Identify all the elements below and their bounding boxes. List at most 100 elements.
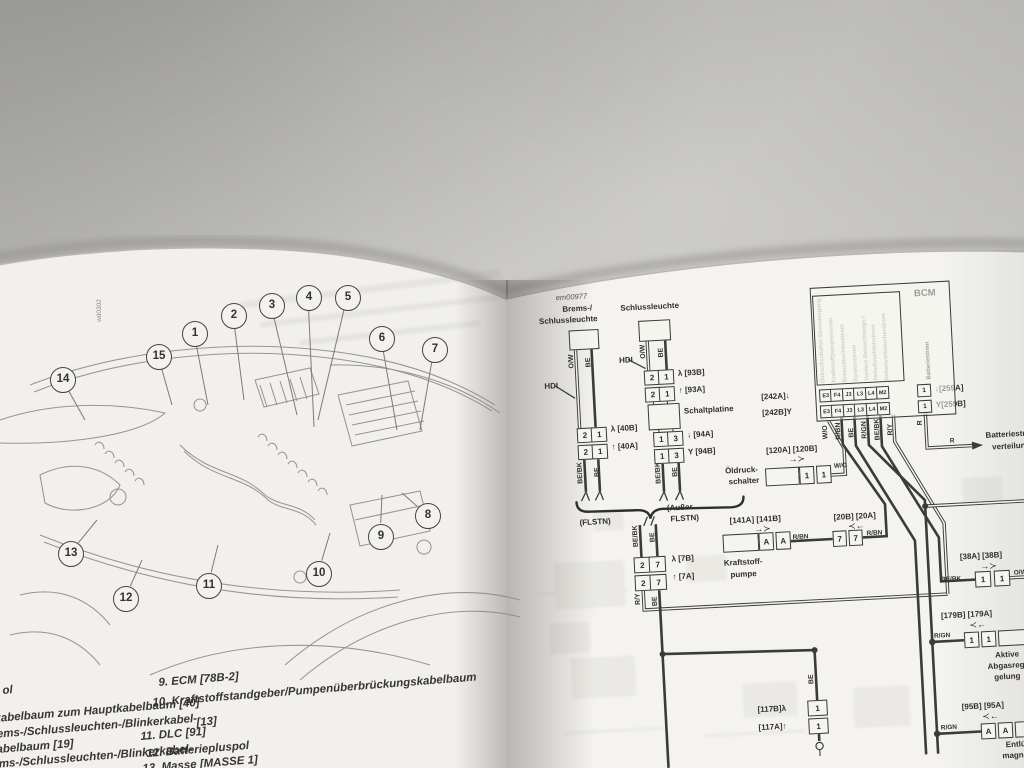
wire-rgn-95: R/GN [940,723,958,732]
wire-ry-bcm: R/Y [886,423,895,436]
hdi-label-2: HDI [618,355,634,365]
conn-94a-pin-3: 3 [667,430,685,447]
wire-wo-oel: W/O [833,462,848,470]
callout-2: 2 [221,303,247,329]
lamp1-label-line1: Brems-/ [562,303,593,314]
conn-120-pin-1: 1 [798,465,815,485]
ref-242b: [242B]Y [761,406,793,418]
wire-ow-lamp1: O/W [567,354,576,369]
wire-bebk-7: BE/BK [631,525,640,548]
bcm-inner-box [812,291,905,386]
ref-40a: ↑ [40A] [611,441,639,452]
ref-117a: [117A]↑ [758,721,787,733]
callout-14: 14 [50,367,76,393]
conn-141-pin-A: A [775,531,792,550]
wire-be-bcm: BE [847,427,856,438]
double-wires [573,341,1024,612]
ref-94b: Y [94B] [687,446,716,457]
ref-117b: [117B]λ [757,703,787,715]
conn-179-pin-1: 1 [963,631,980,649]
conn-94b-pin-3: 3 [668,447,685,464]
ref-94a: ↓ [94A] [686,429,714,440]
oel-label-2: schalter [728,475,760,487]
callout-leader-3 [273,317,298,416]
wire-rgn-179: R/GN [933,631,951,640]
conn-259b-pin-1: 1 [917,399,933,414]
wire-end-arrows [554,358,685,527]
wire-be-7b: BE [651,596,660,607]
page-print-code: wd0302 [95,299,103,322]
conn-179-pin-1: 1 [980,630,997,648]
junction-dots [659,503,941,738]
wire-be-94: BE [671,466,680,478]
right-page [505,250,1024,768]
pump-label-2: pumpe [730,569,757,580]
wire-be-lamp1: BE [584,357,593,368]
aktive-label-3: gelung [993,671,1021,682]
conn-38-pin-1: 1 [993,569,1011,587]
wire-bebk-38: BE/BK [940,575,962,584]
aktive-label-1: Aktive [994,649,1020,660]
legend-text-0: 9. ECM [78B-2] [158,670,240,689]
callout-leader-10 [321,532,331,561]
ref-40b: λ [40B] [610,423,638,434]
oel-box [764,466,800,487]
conn-40b-pin-1: 1 [591,426,608,443]
wire-be-lamp2: BE [657,347,666,358]
pump-box [722,532,760,553]
ausser-label-1: (Außer [666,502,693,513]
ref-93b: λ [93B] [677,367,705,378]
wire-ow-38: O/W [1013,568,1024,577]
entl-label-1: Entlüftungs- [1005,737,1024,750]
callout-leader-8 [401,492,418,507]
callout-9: 9 [368,524,394,550]
wire-be-117: BE [807,674,816,685]
wire-be-40: BE [593,467,602,478]
batt-dist-label-1: Batteriestrom- [985,428,1024,440]
glyph-179: ≺← [969,619,987,630]
conn-95-pin-A: A [997,721,1014,739]
conn-40a-pin-1: 1 [591,443,609,460]
wire-r-horiz: R [949,437,955,445]
ref-242a: [242A]↓ [761,391,790,402]
wire-be-7: BE [649,532,657,543]
illustration-lines [0,345,520,681]
conn-117a: 1 [808,717,829,735]
conn-120-pin-1: 1 [815,465,832,484]
wire-bebk-94: BE/BK [654,461,663,484]
conn-7b-pin-7: 7 [648,555,667,573]
conn-93b-pin-1: 1 [658,369,675,385]
hdi-label-1: HDI [544,381,559,391]
callout-3: 3 [259,293,285,319]
callout-leader-6 [382,350,398,431]
conn-20-pin-7: 7 [832,530,848,547]
lamp1-box [568,328,600,351]
lamp2-label: Schlussleuchte [620,300,680,313]
callout-leader-12 [129,559,143,587]
callout-leader-4 [308,309,315,428]
wire-wo-bcm: W/O [821,425,830,440]
conn-7a-pin-7: 7 [649,573,668,591]
flstn-label: (FLSTN) [579,516,611,528]
legend-text-layer: wd0302 9. ECM [78B-2]10. Kraftstoffstand… [0,245,520,768]
wire-ow-lamp2: O/W [639,344,648,359]
callout-10: 10 [306,561,332,587]
glyph-95: ≺← [981,710,1000,722]
conn-38-pin-1: 1 [974,570,992,588]
callout-8: 8 [415,503,441,529]
lamp1-label-line2: Schlussleuchte [538,314,598,327]
oel-label-1: Öldruck- [724,464,759,476]
